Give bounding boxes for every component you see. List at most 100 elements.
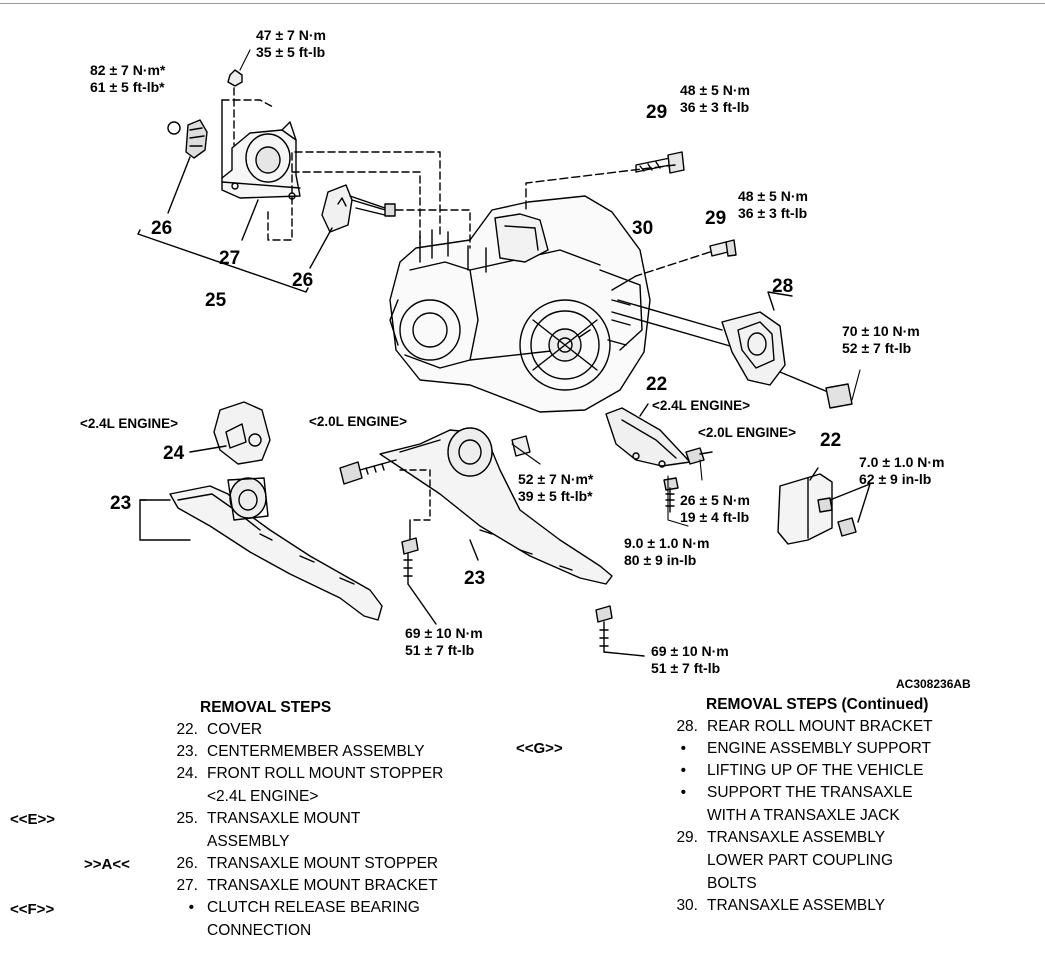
step-text: TRANSAXLE MOUNT: [207, 810, 361, 827]
torque-line-metric: 70 ± 10 N·m: [842, 323, 920, 339]
torque-line-metric: 48 ± 5 N·m: [738, 188, 808, 204]
torque-line-imperial: 80 ± 9 in-lb: [624, 552, 697, 568]
torque-line-metric: 69 ± 10 N·m: [405, 625, 483, 641]
bullet: •: [680, 762, 686, 779]
torque-line-imperial: 35 ± 5 ft-lb: [256, 44, 326, 60]
step-support-transaxle: • SUPPORT THE TRANSAXLE: [652, 782, 1032, 804]
step-text: WITH A TRANSAXLE JACK: [707, 807, 900, 824]
step-text: FRONT ROLL MOUNT STOPPER: [207, 765, 444, 782]
torque-line-imperial: 52 ± 7 ft-lb: [842, 340, 912, 356]
procedure-mark-e: <<E>>: [10, 811, 56, 828]
torque-line-imperial: 39 ± 5 ft-lb*: [518, 488, 593, 504]
torque-line-metric: 82 ± 7 N·m*: [90, 62, 166, 78]
bolt-29-upper-drawing: [525, 151, 685, 213]
torque-line-metric: 47 ± 7 N·m: [256, 27, 326, 43]
centermember-24l-drawing: [139, 477, 383, 621]
step-text: SUPPORT THE TRANSAXLE: [707, 784, 913, 801]
step-support-transaxle-cont: WITH A TRANSAXLE JACK: [652, 804, 1032, 827]
step-text: CONNECTION: [207, 922, 312, 939]
step-text: CLUTCH RELEASE BEARING: [207, 899, 420, 916]
step-text: ASSEMBLY: [207, 833, 290, 850]
step-number: 29.: [676, 829, 698, 846]
step-29: 29.TRANSAXLE ASSEMBLY: [652, 827, 1032, 849]
bullet: •: [680, 740, 686, 757]
step-number: 28.: [676, 718, 698, 735]
step-22: 22. COVER: [152, 719, 552, 741]
step-25-cont: ASSEMBLY: [152, 830, 552, 853]
step-text: COVER: [207, 721, 263, 738]
figure-code: AC308236AB: [896, 677, 971, 691]
callout-27: 27: [219, 248, 241, 269]
step-24-cont: <2.4L ENGINE>: [152, 785, 552, 808]
step-28: 28. REAR ROLL MOUNT BRACKET: [652, 716, 1032, 738]
engine-label-24l-left: <2.4L ENGINE>: [80, 416, 179, 431]
step-text: <2.4L ENGINE>: [207, 788, 319, 805]
step-number: 24.: [176, 765, 198, 782]
callout-22-24l: 22: [646, 374, 668, 395]
cover-24l-drawing: [605, 403, 691, 468]
engine-label-20l-middle: <2.0L ENGINE>: [309, 414, 408, 429]
bullet: •: [680, 784, 686, 801]
leader-lines: [239, 49, 861, 527]
front-roll-mount-stopper-drawing: [189, 401, 271, 465]
callout-24: 24: [163, 443, 185, 464]
engine-label-20l-right: <2.0L ENGINE>: [698, 425, 797, 440]
torque-line-metric: 52 ± 7 N·m*: [518, 471, 594, 487]
step-30: 30. TRANSAXLE ASSEMBLY: [652, 895, 1032, 917]
step-number: 23.: [176, 743, 198, 760]
top-rule: [0, 3, 1045, 4]
procedure-mark-f: <<F>>: [10, 901, 55, 918]
rear-roll-mount-bracket-drawing: [611, 291, 853, 409]
bullet: •: [188, 899, 194, 916]
procedure-mark-a: >>A<<: [84, 856, 130, 873]
torque-line-imperial: 61 ± 5 ft-lb*: [90, 79, 165, 95]
torque-line-imperial: 51 ± 7 ft-lb: [651, 660, 721, 676]
step-number: 30.: [676, 897, 698, 914]
exploded-diagram: [137, 49, 871, 657]
torque-line-metric: 48 ± 5 N·m: [680, 82, 750, 98]
step-text: TRANSAXLE MOUNT BRACKET: [207, 877, 438, 894]
step-25: 25. TRANSAXLE MOUNT: [152, 808, 552, 830]
torque-label-stopper-nut: 82 ± 7 N·m*61 ± 5 ft-lb*: [90, 62, 165, 96]
step-text: CENTERMEMBER ASSEMBLY: [207, 743, 425, 760]
step-clutch-release-cont: CONNECTION: [152, 919, 552, 942]
procedure-mark-g: <<G>>: [516, 740, 563, 757]
callout-22-20l: 22: [820, 430, 842, 451]
torque-line-imperial: 36 ± 3 ft-lb: [738, 205, 808, 221]
step-number: 22.: [176, 721, 198, 738]
callout-26-stopper: 26: [151, 218, 173, 239]
callout-25: 25: [205, 290, 227, 311]
step-text: TRANSAXLE MOUNT STOPPER: [207, 855, 439, 872]
removal-steps-right: REMOVAL STEPS (Continued) 28.REAR ROLL M…: [652, 694, 1032, 917]
torque-line-imperial: 36 ± 3 ft-lb: [680, 99, 750, 115]
torque-line-imperial: 19 ± 4 ft-lb: [680, 509, 750, 525]
step-number: 25.: [176, 810, 198, 827]
torque-line-imperial: 51 ± 7 ft-lb: [405, 642, 475, 658]
step-23: 23. CENTERMEMBER ASSEMBLY: [152, 741, 552, 763]
step-number: 26.: [176, 855, 198, 872]
engine-label-24l-right: <2.4L ENGINE>: [652, 398, 751, 413]
step-text: LIFTING UP OF THE VEHICLE: [707, 762, 924, 779]
callout-23-24l: 23: [110, 493, 132, 514]
callout-28: 28: [772, 276, 794, 297]
removal-steps-heading: REMOVAL STEPS: [200, 699, 332, 716]
step-text: TRANSAXLE ASSEMBLY: [707, 897, 886, 914]
step-text: LOWER PART COUPLING: [707, 852, 894, 869]
step-text: ENGINE ASSEMBLY SUPPORT: [707, 740, 931, 757]
step-lifting: • LIFTING UP OF THE VEHICLE: [652, 760, 1032, 782]
step-text: REAR ROLL MOUNT BRACKET: [707, 718, 933, 735]
callout-29-upper: 29: [646, 102, 668, 123]
torque-line-metric: 26 ± 5 N·m: [680, 492, 750, 508]
step-27: 27. TRANSAXLE MOUNT BRACKET: [152, 875, 552, 897]
torque-line-metric: 7.0 ± 1.0 N·m: [859, 454, 945, 470]
step-number: 27.: [176, 877, 198, 894]
transaxle-mount-drawing: [137, 69, 471, 293]
step-engine-support: • ENGINE ASSEMBLY SUPPORT: [652, 738, 1032, 760]
